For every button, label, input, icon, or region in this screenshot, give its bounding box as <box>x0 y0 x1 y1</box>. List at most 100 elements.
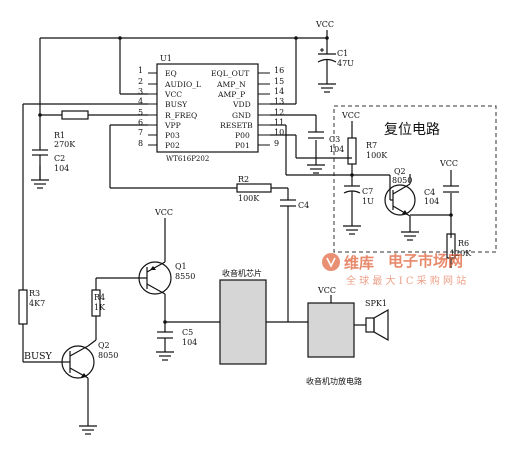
u1-pin-num-15: 15 <box>274 77 284 86</box>
vcc-c4-label: VCC <box>439 159 458 168</box>
r7-resistor <box>347 137 357 165</box>
r2-value: 100K <box>238 194 260 203</box>
c3-ref: C3 <box>329 135 340 144</box>
u1-ic-body <box>156 63 259 153</box>
u1-pin-name-eql-out: EQL_OUT <box>211 69 249 78</box>
reset-circuit-label: 复位电路 <box>384 121 440 138</box>
r7-ref: R7 <box>366 141 377 150</box>
right-ic-wiring <box>270 114 390 176</box>
r4-resistor <box>91 289 101 317</box>
u1-pin-num-8: 8 <box>138 139 143 148</box>
u1-pin-num-10: 10 <box>274 128 284 137</box>
c7-ref: C7 <box>362 187 373 196</box>
c2-value: 104 <box>54 164 69 173</box>
radio-chip-label: 收音机芯片 <box>222 268 262 278</box>
u1-ref-label: U1 <box>160 54 172 63</box>
watermark-slogan: 全 球 最 大 I C 采 购 网 站 <box>346 274 466 287</box>
r3-q2-wiring <box>22 324 63 363</box>
q1-output-wiring <box>157 321 220 352</box>
u1-part-label: WT616P202 <box>166 155 209 163</box>
r2-ref: R2 <box>238 175 249 184</box>
u1-pin-name-amp-p: AMP_P <box>217 90 245 99</box>
r4-ref: R4 <box>94 293 105 302</box>
ground-icon <box>343 225 361 235</box>
junction-dot <box>294 36 298 40</box>
reset-circuit-box <box>333 105 497 253</box>
r3-ref: R3 <box>29 289 40 298</box>
q2-reset-transistor <box>384 174 416 232</box>
junction-dot <box>118 36 122 40</box>
u1-pin-name-vdd: VDD <box>232 100 251 109</box>
u1-pin-name-p01: P01 <box>235 141 250 150</box>
ground-icon <box>31 179 49 189</box>
r1-ref: R1 <box>54 131 65 140</box>
u1-pin-name-amp-n: AMP_N <box>216 80 246 89</box>
vcc-r7-label: VCC <box>341 111 360 120</box>
r6-value: 120K <box>450 249 472 258</box>
vcc-q1-label: VCC <box>154 208 173 217</box>
radio-amp-label: 收音机功放电路 <box>306 376 362 386</box>
u1-pin-num-4: 4 <box>138 97 143 106</box>
u1-pin-name-gnd: GND <box>232 111 251 120</box>
u1-pin-num-13: 13 <box>274 97 284 106</box>
radio-chip-block <box>219 279 267 365</box>
u1-pin-num-3: 3 <box>138 87 143 96</box>
u1-pin-name-p00: P00 <box>235 131 250 140</box>
spk1-ref: SPK1 <box>365 299 387 308</box>
u1-pin-num-14: 14 <box>274 87 284 96</box>
r7-value: 100K <box>366 151 388 160</box>
c7-capacitor <box>343 185 361 226</box>
u1-pin-num-16: 16 <box>274 66 284 75</box>
r3-value: 4K7 <box>29 299 45 308</box>
u1-left-pin-stubs <box>148 72 157 146</box>
watermark-logo-icon <box>322 253 340 271</box>
u1-pin-name-p03: P03 <box>165 131 180 140</box>
c2-capacitor <box>32 149 48 180</box>
vcc-amp-label: VCC <box>317 286 336 295</box>
u1-pin-name-resetb: RESETB <box>220 121 253 130</box>
u1-pin-num-2: 2 <box>138 77 143 86</box>
u1-pin-num-6: 6 <box>138 118 143 127</box>
ground-icon <box>318 83 336 93</box>
u1-pin-num-7: 7 <box>138 128 143 137</box>
watermark-title: 电子市场网 <box>388 252 463 270</box>
radio-amp-block <box>307 302 355 358</box>
speaker-icon <box>354 308 389 342</box>
r1-resistor <box>61 110 89 120</box>
r4-value: 1K <box>94 303 106 312</box>
r3-resistor <box>18 289 28 325</box>
r6-ref: R6 <box>458 239 469 248</box>
c1-ref: C1 <box>337 49 348 58</box>
q2-reset-value: 8050 <box>392 176 412 185</box>
c2-ref: C2 <box>54 154 65 163</box>
ground-icon <box>401 231 419 241</box>
u1-pin-num-5: 5 <box>138 108 143 117</box>
junction-dot <box>350 173 354 177</box>
u1-pin-num-12: 12 <box>274 108 284 117</box>
c1-capacitor <box>317 38 337 84</box>
u1-pin-name-busy: BUSY <box>165 100 188 109</box>
junction-dot <box>163 320 167 324</box>
c4-reset-capacitor <box>443 185 459 193</box>
q2-busy-transistor <box>61 339 97 426</box>
ground-icon <box>79 425 97 435</box>
c5-value: 104 <box>182 338 197 347</box>
q2-ref: Q2 <box>98 341 110 350</box>
r2-resistor <box>236 183 272 193</box>
u1-pin-name-r-freq: R_FREQ <box>165 111 197 120</box>
u1-pin-name-eq: EQ <box>165 69 177 78</box>
q2-value: 8050 <box>98 351 118 360</box>
c5-ref: C5 <box>182 328 193 337</box>
busy-label: BUSY <box>24 351 52 362</box>
u1-right-pin-stubs <box>258 72 270 146</box>
ground-icon <box>156 351 174 361</box>
watermark-brand: 维库 <box>344 254 374 272</box>
vcc-top-label: VCC <box>315 20 334 29</box>
u1-pin-name-audio-l: AUDIO_L <box>164 80 201 89</box>
r1-value: 270K <box>54 140 76 149</box>
u1-pin-name-vpp: VPP <box>164 121 181 130</box>
junction-dot <box>449 213 453 217</box>
c3-capacitor <box>308 131 324 139</box>
c7-value: 1U <box>362 197 374 206</box>
